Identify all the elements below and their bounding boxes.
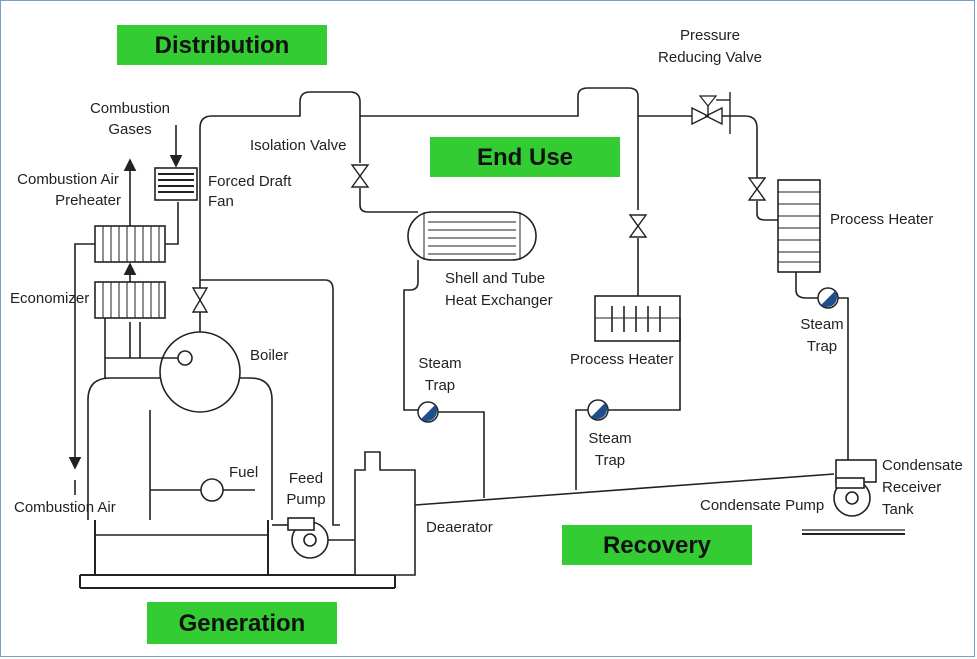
deaerator — [354, 451, 416, 576]
label-condensate-tank-1: Condensate — [882, 457, 963, 474]
svg-text:Distribution: Distribution — [155, 32, 290, 59]
label-steam-trap-3a: Steam — [800, 316, 843, 333]
svg-text:End Use: End Use — [477, 144, 573, 171]
label-forced-draft-2: Fan — [208, 193, 234, 210]
label-process-heater-1: Process Heater — [570, 351, 673, 368]
ph2-supply-line — [756, 201, 778, 221]
svg-text:Generation: Generation — [179, 610, 306, 637]
label-steam-trap-1b: Trap — [425, 377, 455, 394]
label-prv-2: Reducing Valve — [658, 49, 762, 66]
prv-outlet-line — [722, 115, 758, 178]
label-economizer: Economizer — [10, 290, 89, 307]
feed-pump — [272, 517, 355, 559]
boiler-drum — [105, 322, 241, 413]
isolation-valve — [350, 164, 370, 188]
process-heater-2-valve — [747, 177, 767, 201]
condensate-pump — [833, 477, 871, 517]
label-shell-tube-2: Heat Exchanger — [445, 292, 553, 309]
fan-duct — [165, 202, 179, 245]
label-fuel: Fuel — [229, 464, 258, 481]
combustion-air-preheater — [94, 225, 166, 263]
trap-1-return — [438, 411, 485, 498]
label-steam-trap-2a: Steam — [588, 430, 631, 447]
ph2-condensate-line — [795, 272, 818, 299]
ph1-condensate-line — [608, 318, 681, 411]
hx-supply-line-2 — [359, 188, 418, 213]
section-generation: Generation — [147, 602, 337, 644]
label-condensate-tank-2: Receiver — [882, 479, 941, 496]
label-shell-tube-1: Shell and Tube — [445, 270, 545, 287]
section-distribution: Distribution — [117, 25, 327, 65]
boiler-base — [79, 520, 396, 589]
label-combustion-gases-1: Combustion — [90, 100, 170, 117]
label-forced-draft-1: Forced Draft — [208, 173, 292, 190]
pressure-reducing-valve — [691, 92, 731, 134]
fuel-pump — [150, 478, 255, 502]
label-condensate-pump: Condensate Pump — [700, 497, 824, 514]
boiler-isolation-valve — [191, 287, 209, 313]
process-heater-1-valve — [628, 214, 648, 238]
preheated-air-line — [68, 243, 95, 470]
main-steam-header — [199, 87, 692, 332]
condensate-receiver-tank — [802, 459, 905, 535]
label-steam-trap-1a: Steam — [418, 355, 461, 372]
trap-2-return — [575, 409, 588, 490]
label-air-preheater-1: Combustion Air — [17, 171, 119, 188]
trap-3-return — [838, 297, 849, 462]
section-end-use: End Use — [430, 137, 620, 177]
economizer — [94, 281, 166, 319]
label-prv-1: Pressure — [680, 27, 740, 44]
steam-trap-3 — [817, 287, 839, 309]
forced-draft-fan — [154, 167, 198, 201]
svg-text:Recovery: Recovery — [603, 532, 712, 559]
label-isolation-valve: Isolation Valve — [250, 137, 346, 154]
process-heater-1 — [594, 295, 681, 342]
label-air-preheater-2: Preheater — [55, 192, 121, 209]
shell-tube-heat-exchanger — [407, 211, 537, 261]
label-steam-trap-2b: Trap — [595, 452, 625, 469]
label-boiler: Boiler — [250, 347, 288, 364]
label-feed-pump-1: Feed — [289, 470, 323, 487]
label-process-heater-2: Process Heater — [830, 211, 933, 228]
steam-trap-2 — [587, 399, 609, 421]
label-combustion-air: Combustion Air — [14, 499, 116, 516]
label-combustion-gases-2: Gases — [108, 121, 151, 138]
boiler-return-line — [200, 279, 340, 526]
hx-condensate-line — [403, 260, 419, 411]
section-recovery: Recovery — [562, 525, 752, 565]
label-steam-trap-3b: Trap — [807, 338, 837, 355]
process-heater-2 — [777, 179, 821, 273]
label-deaerator: Deaerator — [426, 519, 493, 536]
steam-trap-1 — [417, 401, 439, 423]
label-condensate-tank-3: Tank — [882, 501, 914, 518]
condensate-return-line — [414, 473, 835, 506]
label-feed-pump-2: Pump — [286, 491, 325, 508]
